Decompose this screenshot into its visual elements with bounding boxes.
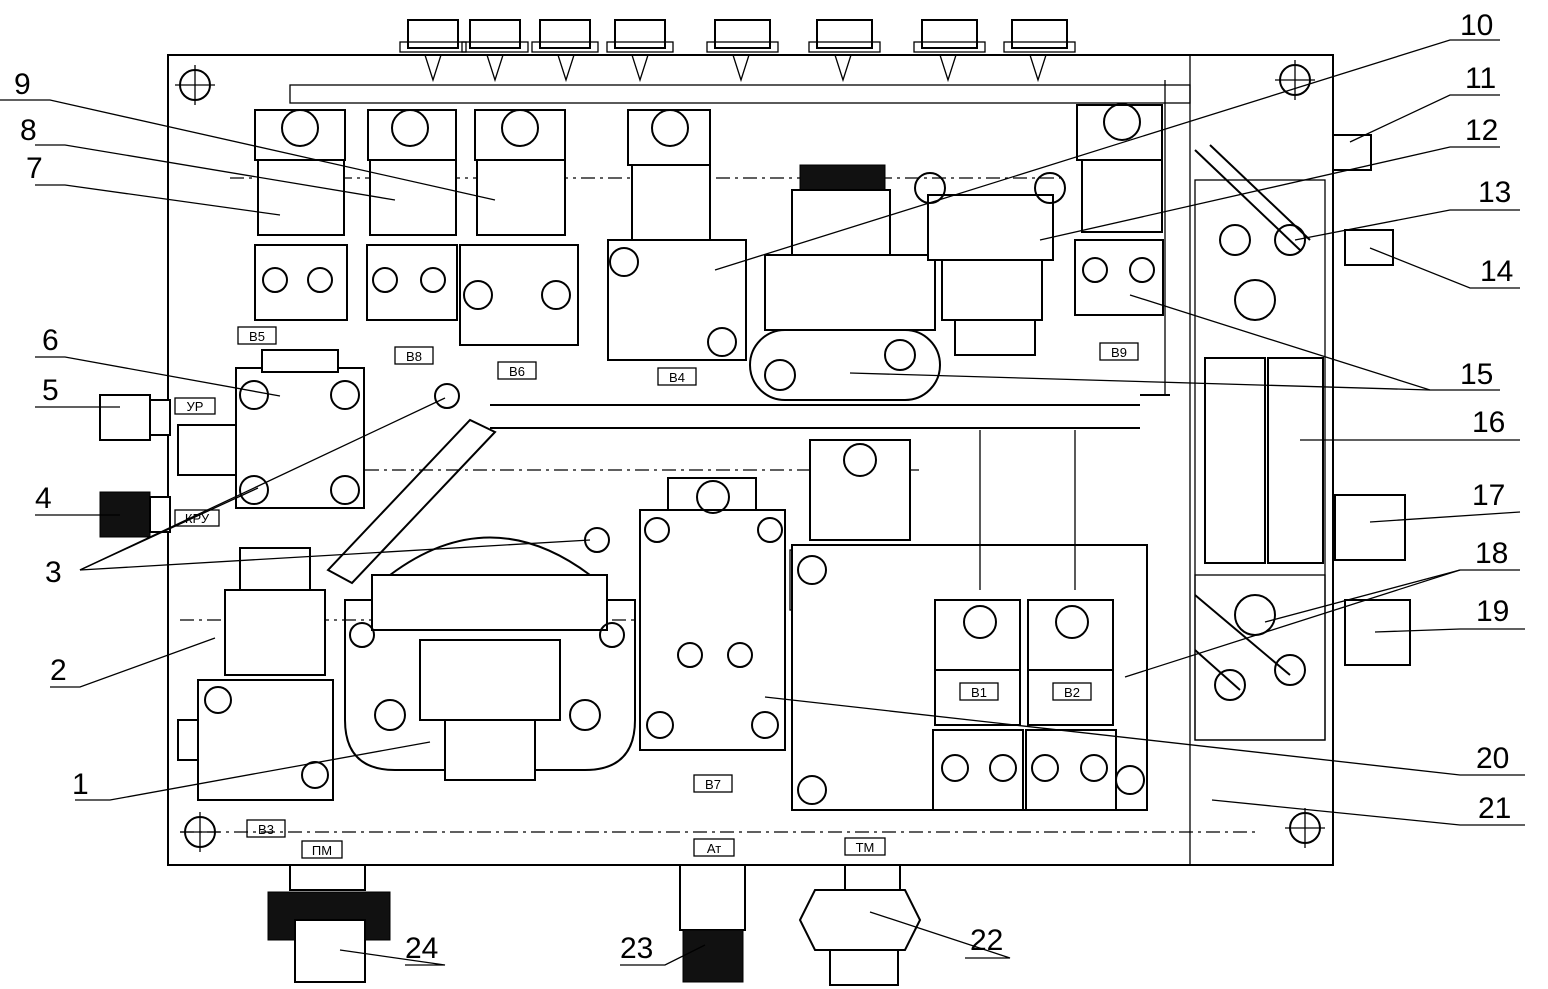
tag-box-b8 [394,346,434,365]
tag-box-b7 [693,774,733,793]
callout-11: 11 [1465,62,1496,95]
tag-box-ur [174,397,216,415]
tag-b8: В8 [406,349,422,364]
callout-7: 7 [26,152,43,185]
tag-b9: В9 [1111,345,1127,360]
tag-box-b3 [246,819,286,838]
bottom-fittings [267,864,922,986]
tag-b2: В2 [1064,685,1080,700]
tag-box-am [693,838,735,857]
tag-ur: УР [187,399,204,414]
tag-box-b5 [237,326,277,345]
valves-b1-b2 [789,430,1148,811]
filter-assembly [344,527,636,781]
callout-12: 12 [1465,114,1498,147]
tag-box-b9 [1099,342,1139,361]
tag-b7: В7 [705,777,721,792]
callout-15: 15 [1460,358,1493,391]
tag-b3: В3 [258,822,274,837]
tag-box-b4 [657,367,697,386]
callout-19: 19 [1476,595,1509,628]
tag-tm: ТМ [856,840,875,855]
callout-numbers: 1 2 3 4 5 6 7 8 9 10 11 12 13 14 15 16 1… [14,9,1513,965]
tag-b4: В4 [669,370,685,385]
tag-box-tm [844,837,886,856]
tag-kru: КРУ [185,511,210,526]
left-fittings [99,394,171,538]
tag-b1: В1 [971,685,987,700]
callout-21: 21 [1478,792,1511,825]
callout-24: 24 [405,932,438,965]
callout-20: 20 [1476,742,1509,775]
callout-23: 23 [620,932,653,965]
callout-1: 1 [72,768,89,801]
valve-b7 [639,477,786,751]
tag-b5: В5 [249,329,265,344]
tag-box-b6 [497,361,537,380]
callout-8: 8 [20,114,37,147]
callout-9: 9 [14,68,31,101]
tag-box-pm [301,840,343,859]
tag-box-b2 [1052,682,1092,701]
callout-18: 18 [1475,537,1508,570]
callout-14: 14 [1480,255,1513,288]
callout-17: 17 [1472,479,1505,512]
leader-lines [0,39,1525,966]
callout-5: 5 [42,374,59,407]
tag-pm: ПМ [312,843,332,858]
callout-16: 16 [1472,406,1505,439]
callout-4: 4 [35,482,52,515]
pressure-regulator [749,164,1066,401]
callout-2: 2 [50,654,67,687]
callout-10: 10 [1460,9,1493,42]
tag-box-b1 [959,682,999,701]
tag-box-kru [174,509,220,527]
callout-13: 13 [1478,176,1511,209]
top-valves [254,103,1164,361]
top-connectors [399,19,1076,83]
tag-am: Ат [707,841,721,856]
left-valves [177,349,497,801]
callout-6: 6 [42,324,59,357]
port-tags: В5 В8 В6 В4 В9 В1 В2 В7 В3 УР КРУ ПМ Ат … [174,326,1139,859]
callout-3: 3 [45,556,62,589]
right-column [1194,134,1411,741]
callout-22: 22 [970,924,1003,957]
tag-b6: В6 [509,364,525,379]
